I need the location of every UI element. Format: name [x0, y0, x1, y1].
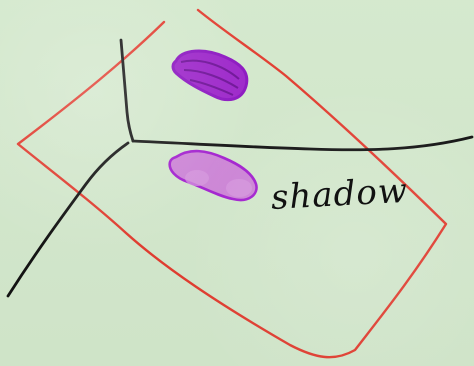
shadow-highlight-right [226, 179, 252, 197]
shadow-label: shadow [270, 170, 409, 218]
x-axis-line [131, 135, 474, 152]
red-frame [16, 8, 448, 359]
shadow-highlight-left [185, 170, 209, 186]
y-axis-line [119, 38, 135, 143]
z-axis-line [6, 141, 130, 298]
object-scribble-strokes [180, 59, 240, 96]
